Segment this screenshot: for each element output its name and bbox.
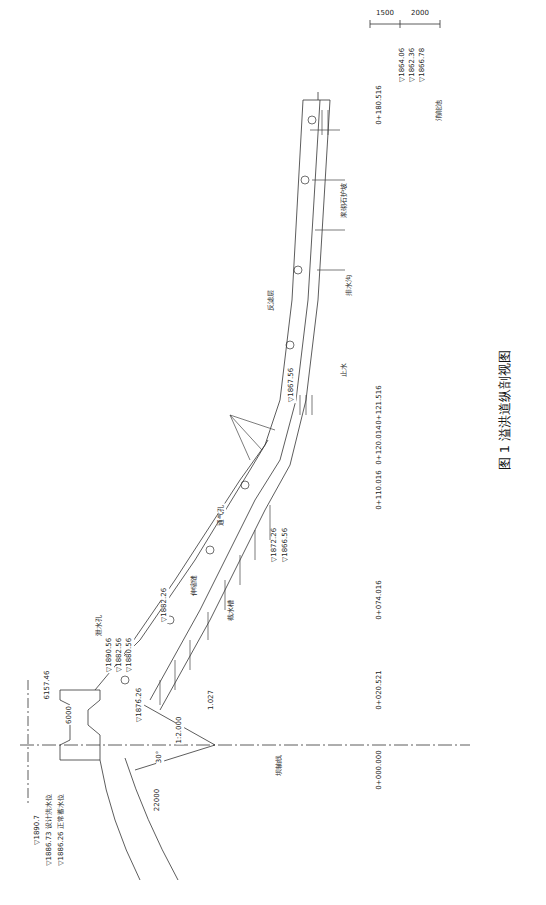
drawing-label: ▽1862.36 [409, 47, 417, 83]
drawing-label: 排水沟 [346, 274, 354, 297]
drawing-label: ▽1864.06 [399, 47, 407, 83]
drawing-label: 1:2.000 [176, 716, 184, 745]
drawing-label: ▽1890.7 [34, 814, 42, 846]
drawing-label: 0+110.016 [376, 469, 384, 510]
drawing-label: ▽1886.73 设计洪水位 [46, 793, 54, 867]
drawing-label: 0+000.000 [376, 749, 384, 790]
drawing-label: 1.027 [208, 689, 216, 711]
drawing-label: 6000 [66, 705, 74, 725]
drawing-label: ▽1882.56 [116, 637, 124, 673]
drawing-label: ▽1872.26 [271, 527, 279, 563]
drawing-label: ▽1880.56 [126, 637, 134, 673]
drawing-label: ▽1886.26 正常蓄水位 [58, 793, 66, 867]
drawing-label: ▽1876.26 [136, 687, 144, 723]
drawing-label: ▽1882.26 [161, 587, 169, 623]
drawing-label: 止水 [341, 362, 349, 378]
drawing-label: 0+074.016 [376, 579, 384, 620]
drawing-label: 伸缩缝 [191, 574, 199, 597]
drawing-label: 坝轴线 [276, 754, 284, 777]
drawing-label: ▽1867.56 [288, 367, 296, 403]
drawing-label: 泄水孔 [96, 614, 104, 637]
drawing-label: 消能池 [436, 99, 444, 122]
drawing-label: ▽1866.56 [282, 527, 290, 563]
drawing-label: 0+180.516 [376, 84, 384, 125]
drawing-label: 30° [156, 750, 164, 764]
drawing-label: 反滤层 [268, 289, 276, 312]
drawing-label: 1500 [375, 10, 395, 18]
drawing-label: 0+120.014 [376, 424, 384, 465]
drawing-label: ▽1890.56 [106, 637, 114, 673]
figure-caption: 图 1 溢洪道纵剖视图 [498, 349, 512, 472]
drawing-label: 截水槽 [228, 599, 236, 622]
drawing-label: 2000 [410, 10, 430, 18]
drawing-label: 通气孔 [218, 504, 226, 527]
drawing-label: 22000 [154, 788, 162, 812]
drawing-label: 浆砌石护坡 [341, 182, 349, 219]
drawing-label: 0+121.516 [376, 384, 384, 425]
drawing-label: 0+020.521 [376, 669, 384, 710]
drawing-label: 6157.46 [44, 670, 52, 701]
drawing-label: ▽1866.78 [419, 47, 427, 83]
